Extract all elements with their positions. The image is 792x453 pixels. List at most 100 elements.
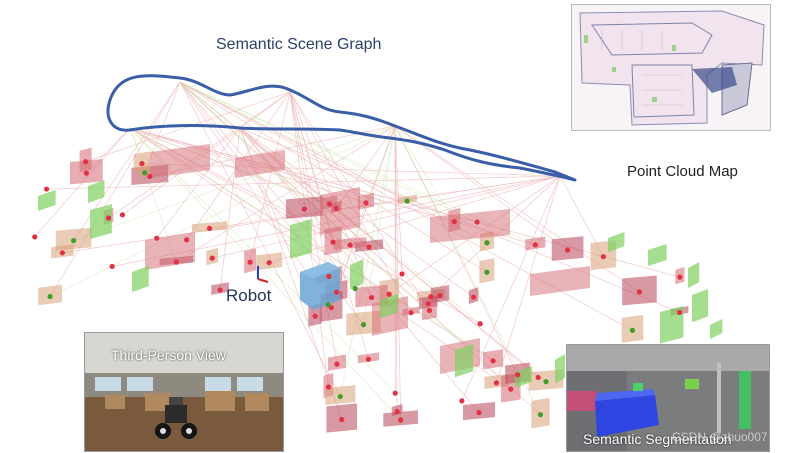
graph-node <box>474 219 480 225</box>
graph-edge <box>239 127 539 378</box>
graph-node <box>493 380 500 386</box>
graph-node <box>184 237 190 243</box>
graph-node <box>333 205 339 211</box>
graph-node <box>105 215 112 221</box>
graph-edge <box>179 81 488 244</box>
graph-node <box>139 161 145 167</box>
wall-plane <box>648 244 667 266</box>
graph-node <box>337 393 343 400</box>
wall-plane <box>692 289 709 323</box>
graph-node <box>109 263 115 270</box>
graph-node <box>154 235 160 241</box>
graph-node <box>600 254 607 260</box>
graph-node <box>425 301 431 307</box>
graph-node <box>325 384 332 390</box>
graph-node <box>508 386 514 392</box>
semantic-segmentation-label: Semantic Segmentation <box>583 431 732 447</box>
graph-node <box>209 255 215 261</box>
graph-node <box>386 291 392 297</box>
graph-edge <box>249 91 291 263</box>
wall-plane <box>88 180 105 204</box>
graph-node <box>217 287 223 293</box>
graph-node <box>330 239 336 245</box>
graph-node <box>333 289 340 295</box>
wall-plane <box>90 204 112 240</box>
graph-node <box>59 250 66 256</box>
graph-node <box>394 408 400 415</box>
graph-node <box>173 259 179 265</box>
graph-node <box>266 260 272 266</box>
building-layer-hull <box>106 74 577 182</box>
room-box <box>430 209 510 243</box>
graph-node <box>363 200 369 206</box>
third-person-view-label: Third-Person View <box>111 347 226 363</box>
graph-node <box>428 294 434 300</box>
wall-plane <box>380 294 398 319</box>
graph-node <box>459 398 465 404</box>
graph-node <box>543 379 549 385</box>
graph-node <box>119 212 126 218</box>
graph-node <box>339 416 345 423</box>
graph-nodes <box>32 159 683 423</box>
graph-edge <box>129 127 351 246</box>
graph-edge <box>141 163 561 177</box>
wall-plane <box>710 319 723 340</box>
wall-plane <box>350 259 364 290</box>
graph-edge <box>49 125 396 297</box>
graph-node <box>301 206 307 212</box>
graph-node <box>537 412 544 418</box>
graph-node <box>484 240 490 246</box>
graph-edge <box>46 175 561 190</box>
graph-node <box>408 310 414 316</box>
graph-node <box>476 409 482 416</box>
graph-edge <box>129 127 478 223</box>
graph-edge <box>156 127 241 239</box>
room-box <box>145 232 195 270</box>
graph-node <box>437 293 443 299</box>
graph-edge <box>212 175 561 259</box>
graph-edge <box>394 125 398 412</box>
graph-node <box>451 219 457 225</box>
graph-edge <box>73 125 396 241</box>
semantic-segmentation-image: Semantic Segmentation <box>566 344 770 452</box>
graph-node <box>347 242 353 248</box>
graph-edge <box>129 127 401 421</box>
graph-node <box>70 237 77 244</box>
graph-node <box>32 234 38 240</box>
graph-node <box>399 271 405 277</box>
graph-node <box>83 159 89 165</box>
graph-node <box>629 327 636 333</box>
graph-node <box>325 302 331 308</box>
graph-node <box>142 170 148 176</box>
graph-node <box>470 294 477 300</box>
graph-node <box>352 285 358 292</box>
room-box <box>320 187 360 235</box>
graph-edge <box>179 81 329 305</box>
graph-edge <box>394 125 401 421</box>
graph-node <box>147 173 153 179</box>
wall-planes <box>38 180 723 388</box>
graph-node <box>312 313 318 319</box>
warehouse-photo-icon <box>85 333 283 451</box>
graph-node <box>532 242 538 248</box>
graph-edge <box>209 175 561 229</box>
graph-node <box>83 170 89 176</box>
graph-node <box>326 273 332 279</box>
floor-plan-icon <box>572 5 770 130</box>
graph-node <box>636 289 643 295</box>
graph-edge <box>129 127 455 222</box>
graph-edge <box>289 91 330 277</box>
graph-edge <box>179 81 478 223</box>
graph-node <box>676 309 683 316</box>
graph-node <box>206 225 213 231</box>
graph-node <box>360 322 367 328</box>
wall-plane <box>660 306 684 344</box>
robot-node <box>257 262 340 310</box>
graph-edge <box>269 175 561 263</box>
wall-plane <box>515 366 532 388</box>
point-cloud-map-label: Point Cloud Map <box>627 163 738 180</box>
room-box <box>235 150 285 178</box>
graph-edge <box>394 125 518 375</box>
graph-edge <box>49 81 181 297</box>
graph-node <box>247 259 253 265</box>
